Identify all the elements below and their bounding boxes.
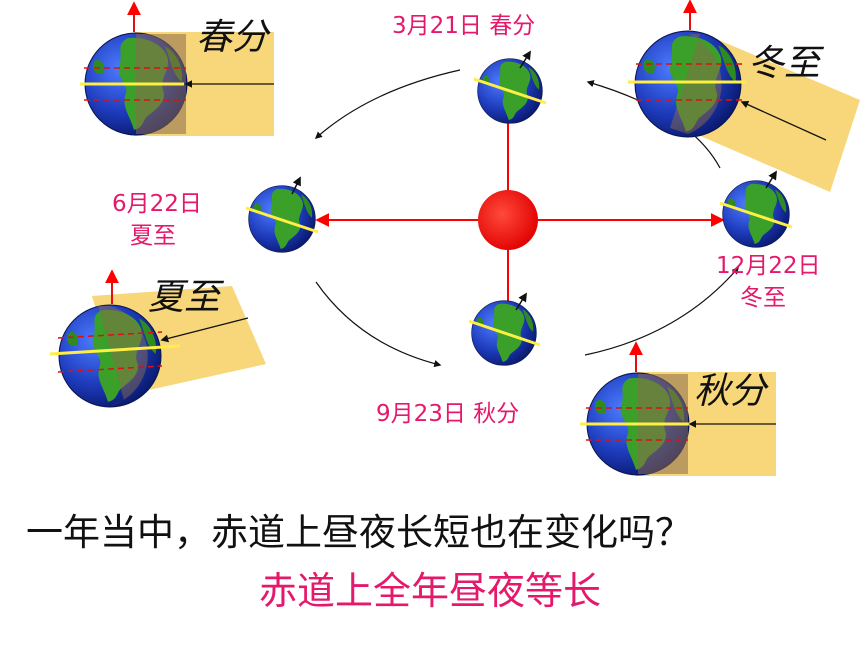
- inset-label-winter: 冬至: [748, 43, 821, 84]
- inset-winter: [628, 0, 860, 192]
- answer-text: 赤道上全年昼夜等长: [258, 569, 601, 613]
- earth-march: [473, 50, 547, 124]
- inset-summer: [49, 269, 266, 408]
- sun: [478, 190, 538, 250]
- earth-december: [719, 170, 793, 248]
- question-text: 一年当中，赤道上昼夜长短也在变化吗？: [26, 511, 692, 554]
- earth-sept: [468, 292, 541, 366]
- label-dec-date: 12月22日: [716, 253, 821, 279]
- inset-spring: [80, 1, 274, 136]
- inset-label-spring: 春分: [196, 17, 269, 58]
- inset-label-autumn: 秋分: [694, 371, 767, 412]
- inset-label-summer: 夏至: [148, 277, 221, 318]
- label-sept-equinox: 9月23日 秋分: [376, 401, 520, 427]
- inset-autumn: [580, 341, 776, 476]
- earth-june: [245, 176, 319, 253]
- label-dec-term: 冬至: [740, 285, 786, 311]
- label-june-term: 夏至: [130, 223, 176, 249]
- label-march-equinox: 3月21日 春分: [392, 13, 536, 39]
- label-june-date: 6月22日: [112, 191, 202, 217]
